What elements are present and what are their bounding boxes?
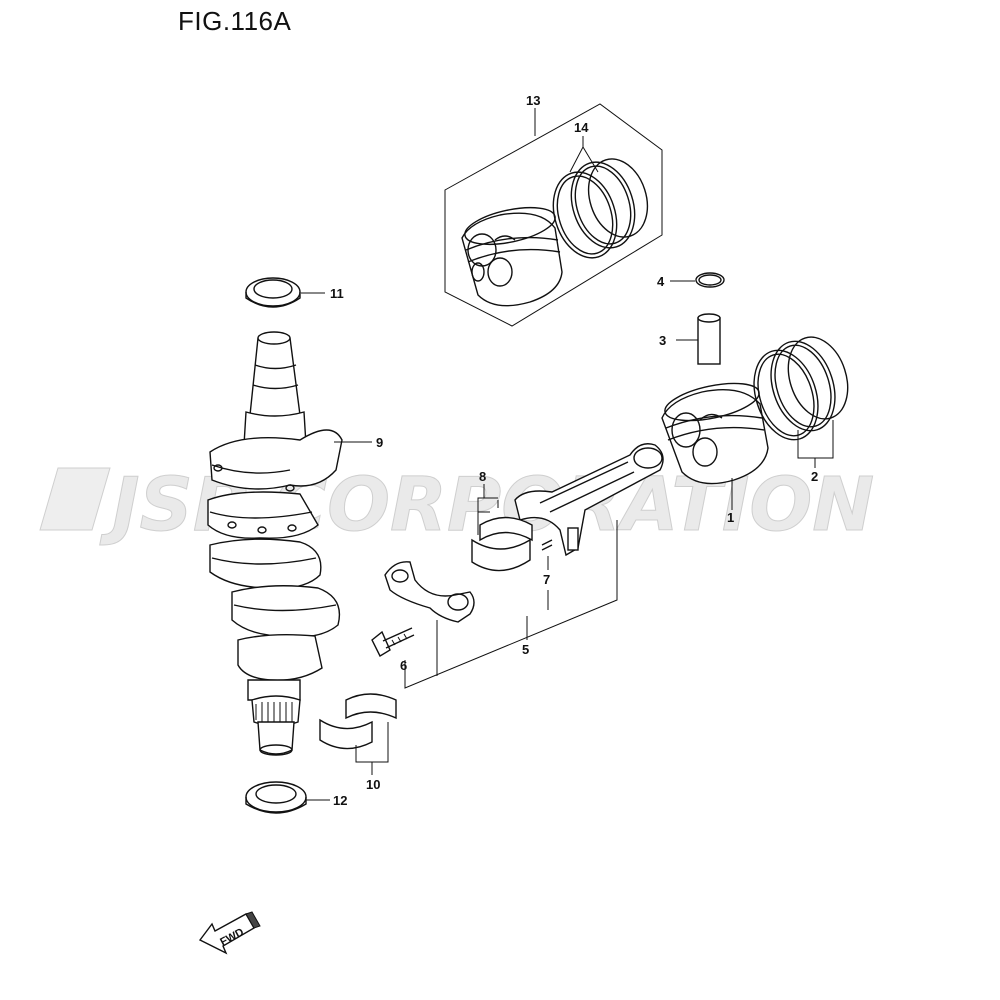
piston-kit-box <box>444 103 663 327</box>
rod-bearing <box>471 484 533 572</box>
callout-14: 14 <box>574 120 589 135</box>
figure-title: FIG.116A <box>178 6 292 36</box>
piston-kit-piston <box>461 206 563 307</box>
callout-1: 1 <box>727 510 734 525</box>
callout-9: 9 <box>376 435 383 450</box>
callout-7: 7 <box>543 572 550 587</box>
main-bearing <box>319 693 397 775</box>
rod-cap <box>384 561 475 623</box>
piston-pin <box>676 313 721 365</box>
callout-11: 11 <box>330 286 344 301</box>
crankshaft <box>207 331 372 756</box>
connecting-rod <box>514 443 664 557</box>
piston <box>661 382 769 510</box>
callout-4: 4 <box>657 274 665 289</box>
callout-2: 2 <box>811 469 818 484</box>
oil-seal-lower <box>245 781 330 814</box>
rod-bolt <box>371 627 415 675</box>
piston-ring-kit-rings <box>552 136 649 259</box>
callout-8: 8 <box>479 469 486 484</box>
callout-12: 12 <box>333 793 347 808</box>
callout-13: 13 <box>526 93 540 108</box>
piston-ring-set <box>753 336 849 468</box>
callout-labels: 1 2 3 4 5 6 7 8 9 10 11 12 13 14 <box>330 93 818 808</box>
callout-10: 10 <box>366 777 380 792</box>
circlip <box>670 272 725 288</box>
connecting-rod-bracket <box>404 520 618 689</box>
callout-6: 6 <box>400 658 407 673</box>
forward-direction-arrow-icon: FWD <box>198 911 261 955</box>
pin <box>541 539 553 570</box>
oil-seal-upper <box>245 277 325 308</box>
callout-3: 3 <box>659 333 666 348</box>
watermark: JSP CORPORATION <box>39 462 875 549</box>
callout-5: 5 <box>522 642 529 657</box>
